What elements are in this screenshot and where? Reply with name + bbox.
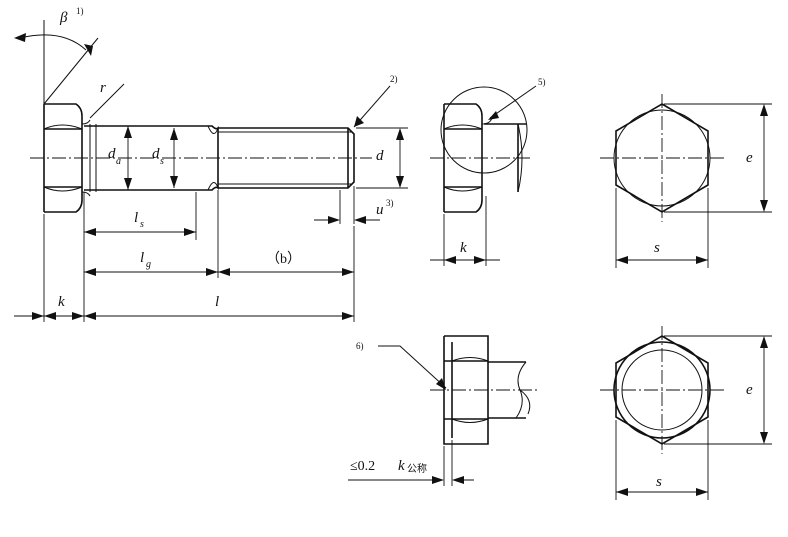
- label-beta: β: [59, 10, 68, 26]
- label-u: u: [376, 202, 384, 218]
- label-s-top: s: [654, 240, 660, 256]
- label-k-main: k: [58, 294, 65, 310]
- head-detail-view: [430, 85, 537, 266]
- label-da-sub: a: [116, 156, 121, 167]
- washer-face-detail-view: [348, 335, 540, 486]
- label-ls-sub: s: [140, 219, 144, 230]
- label-ls: l: [134, 210, 138, 226]
- note-3: 3): [386, 198, 394, 208]
- label-ds: d: [152, 146, 160, 162]
- label-r: r: [100, 80, 106, 96]
- label-l: l: [215, 294, 219, 310]
- detail-circle: [440, 86, 528, 174]
- bolt-thread: [218, 127, 355, 189]
- note-1: 1): [76, 6, 84, 16]
- note-6: 6): [356, 341, 364, 351]
- label-limit-k: k: [398, 458, 405, 474]
- label-b: （b）: [266, 251, 301, 267]
- hex-end-view-bottom: [600, 326, 772, 500]
- label-d: d: [376, 148, 384, 164]
- label-e-top: e: [746, 150, 753, 166]
- label-s-bottom: s: [656, 474, 662, 490]
- bolt-side-view: [14, 20, 408, 322]
- label-limit-prefix: ≤0.2: [350, 459, 375, 474]
- label-limit-sub: 公称: [407, 462, 427, 475]
- label-lg-sub: g: [146, 259, 151, 270]
- note-5: 5): [538, 77, 546, 87]
- hex-end-view-top: [600, 94, 772, 268]
- label-k-detail: k: [460, 240, 467, 256]
- note-2: 2): [390, 74, 398, 84]
- label-ds-sub: s: [160, 156, 164, 167]
- label-e-bottom: e: [746, 382, 753, 398]
- label-lg: l: [140, 250, 144, 266]
- label-da: d: [108, 146, 116, 162]
